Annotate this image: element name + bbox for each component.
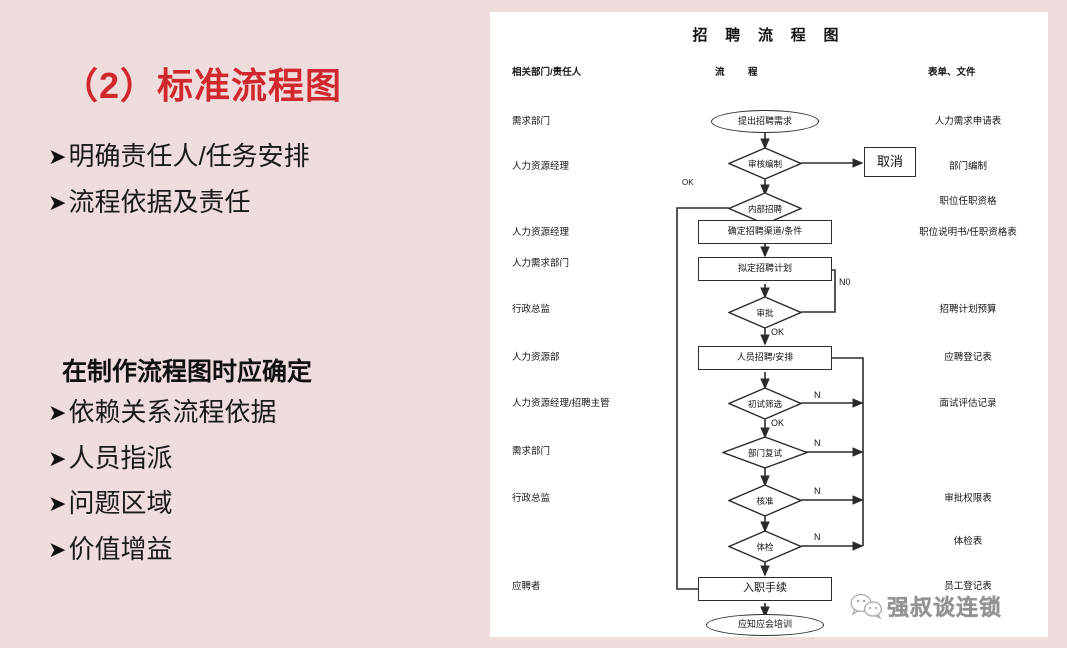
bullet-arrow-icon: ➤ — [48, 446, 67, 471]
flow-node-approval[interactable]: 审批 — [728, 296, 802, 329]
doc-manpower-request: 人力需求申请表 — [934, 116, 1002, 127]
flow-node-channel-conditions[interactable]: 确定招聘渠道/条件 — [698, 220, 832, 244]
column-header-process: 流 程 — [715, 67, 765, 78]
doc-medical-form: 体检表 — [953, 536, 983, 547]
edge-label-approve-no: N0 — [839, 277, 851, 287]
flow-node-cancel[interactable]: 取消 — [864, 147, 916, 177]
role-demand-department-1: 需求部门 — [512, 116, 551, 127]
edge-label-confirm-n: N — [814, 486, 821, 496]
bullet-arrow-icon: ➤ — [48, 190, 67, 215]
role-demand-department-3: 需求部门 — [512, 446, 551, 457]
flow-node-first-screening[interactable]: 初试筛选 — [728, 387, 802, 420]
bullet-label: 问题区域 — [68, 488, 173, 518]
column-header-roles: 相关部门/责任人 — [512, 67, 582, 78]
flow-node-staff-recruit-arrange[interactable]: 人员招聘/安排 — [698, 346, 832, 370]
edge-label-medical-n: N — [814, 532, 821, 542]
bullet-label: 依赖关系流程依据 — [68, 397, 277, 427]
bullet-arrow-icon: ➤ — [48, 537, 67, 562]
bullet-item-assignment: ➤ 人员指派 — [48, 438, 172, 475]
bullet-arrow-icon: ➤ — [48, 400, 67, 425]
bullet-item-problem-area: ➤ 问题区域 — [48, 483, 172, 520]
doc-interview-record: 面试评估记录 — [939, 398, 997, 409]
flow-node-onboarding[interactable]: 入职手续 — [698, 577, 832, 601]
wechat-icon — [850, 593, 883, 619]
edge-label-approve-ok: OK — [771, 327, 785, 337]
flowchart-panel: 招 聘 流 程 图 相关部门/责任人 流 程 表单、文件 需求部门 人力资源经理… — [490, 12, 1048, 637]
watermark-text: 强叔谈连锁 — [887, 595, 1003, 620]
doc-recruit-budget: 招聘计划预算 — [939, 304, 997, 315]
bullet-item-responsibility: ➤ 明确责任人/任务安排 — [48, 136, 310, 173]
doc-application-form: 应聘登记表 — [944, 352, 992, 363]
bullet-arrow-icon: ➤ — [48, 144, 67, 169]
role-candidate: 应聘者 — [512, 581, 541, 592]
page-title: （2）标准流程图 — [62, 65, 343, 106]
flow-node-training[interactable]: 应知应会培训 — [706, 614, 824, 636]
edge-label-screen-ok: OK — [771, 418, 785, 428]
bullet-item-value-add: ➤ 价值增益 — [48, 529, 172, 566]
flow-node-recruit-plan[interactable]: 拟定招聘计划 — [698, 257, 832, 281]
role-admin-director-1: 行政总监 — [512, 304, 551, 315]
section-subheading: 在制作流程图时应确定 — [62, 358, 313, 386]
bullet-label: 价值增益 — [68, 534, 173, 564]
flow-node-approve-confirm[interactable]: 核准 — [728, 484, 802, 517]
slide-text-pane: （2）标准流程图 ➤ 明确责任人/任务安排 ➤ 流程依据及责任 在制作流程图时应… — [0, 0, 480, 648]
bullet-arrow-icon: ➤ — [48, 491, 67, 516]
flow-node-medical-check[interactable]: 体检 — [728, 530, 802, 563]
doc-job-description: 职位说明书/任职资格表 — [919, 227, 1017, 238]
role-hr-manager-2: 人力资源经理 — [512, 227, 570, 238]
flow-node-start[interactable]: 提出招聘需求 — [711, 110, 819, 133]
doc-employee-register: 员工登记表 — [944, 581, 992, 592]
bullet-label: 明确责任人/任务安排 — [68, 141, 310, 171]
flow-node-department-reinterview[interactable]: 部门复试 — [722, 436, 808, 469]
edge-label-screen-n: N — [814, 390, 821, 400]
role-demand-department-2: 人力需求部门 — [512, 258, 570, 269]
role-hr-and-supervisor: 人力资源经理/招聘主管 — [512, 398, 610, 409]
bullet-item-process-basis: ➤ 流程依据及责任 — [48, 182, 250, 219]
bullet-item-dependency: ➤ 依赖关系流程依据 — [48, 392, 276, 429]
doc-approval-authority: 审批权限表 — [944, 493, 992, 504]
role-admin-director-2: 行政总监 — [512, 493, 551, 504]
bullet-label: 流程依据及责任 — [68, 187, 251, 217]
doc-position-qualify: 职位任职资格 — [939, 196, 997, 207]
edge-label-internal-ok: OK — [682, 178, 694, 187]
flowchart-title: 招 聘 流 程 图 — [692, 28, 846, 44]
column-header-documents: 表单、文件 — [928, 67, 976, 78]
bullet-label: 人员指派 — [68, 443, 173, 473]
watermark: 强叔谈连锁 — [850, 590, 1002, 622]
role-hr-manager-1: 人力资源经理 — [512, 161, 570, 172]
role-hr-department: 人力资源部 — [512, 352, 560, 363]
edge-label-second-n: N — [814, 438, 821, 448]
doc-dept-headcount: 部门编制 — [948, 161, 987, 172]
flow-node-review-headcount[interactable]: 审核编制 — [728, 147, 802, 180]
